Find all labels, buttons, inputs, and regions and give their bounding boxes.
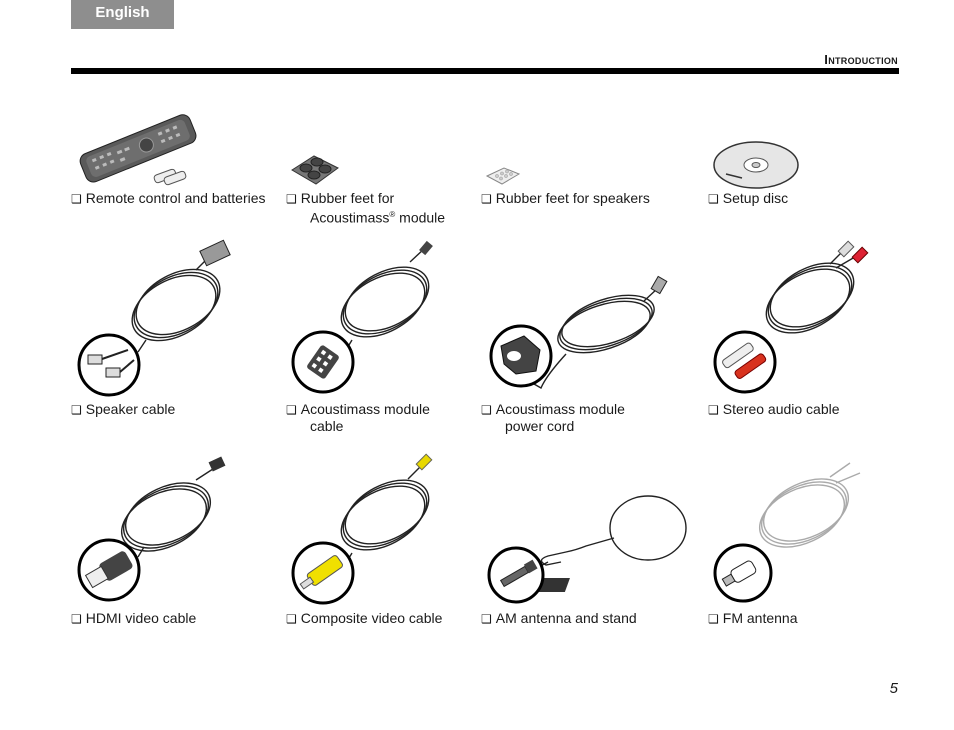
checkbox-icon: ❑ <box>481 192 492 206</box>
checkbox-icon: ❑ <box>708 192 719 206</box>
hdmi-video-cable-illustration <box>77 456 226 602</box>
item-am-antenna: ❑AM antenna and stand <box>481 610 637 627</box>
section-title: Introduction <box>824 52 898 67</box>
item-speaker-cable: ❑Speaker cable <box>71 401 175 418</box>
acoustimass-power-cord-illustration <box>489 275 668 390</box>
item-label: AM antenna and stand <box>495 610 637 626</box>
item-label: HDMI video cable <box>85 610 197 626</box>
item-label: Stereo audio cable <box>722 401 840 417</box>
item-acoustimass-module-cable: ❑Acoustimass module cable <box>286 401 430 434</box>
item-label: Composite video cable <box>300 610 443 626</box>
checkbox-icon: ❑ <box>286 403 297 417</box>
rubber-feet-acoustimass-illustration <box>291 155 339 185</box>
item-label: FM antenna <box>722 610 798 626</box>
checkbox-icon: ❑ <box>71 403 82 417</box>
remote-control-illustration <box>79 114 197 186</box>
rubber-feet-speakers-illustration <box>485 167 521 185</box>
item-hdmi-video-cable: ❑HDMI video cable <box>71 610 196 627</box>
item-rubber-feet-speakers: ❑Rubber feet for speakers <box>481 190 650 207</box>
item-label: Rubber feet for speakers <box>495 190 650 206</box>
item-rubber-feet-acoustimass: ❑Rubber feet for Acoustimass® module <box>286 190 445 226</box>
item-fm-antenna: ❑FM antenna <box>708 610 797 627</box>
registered-mark: ® <box>389 210 396 219</box>
acoustimass-module-cable-illustration <box>291 240 433 394</box>
checkbox-icon: ❑ <box>481 612 492 626</box>
item-label: Remote control and batteries <box>85 190 266 206</box>
item-remote-control: ❑Remote control and batteries <box>71 190 266 207</box>
checkbox-icon: ❑ <box>481 403 492 417</box>
speaker-cable-illustration <box>77 239 231 397</box>
item-label: Acoustimass module <box>495 401 625 417</box>
item-label-line2: power cord <box>505 418 575 434</box>
setup-disc-illustration <box>713 141 799 189</box>
item-label-line2: Acoustimass <box>310 209 390 226</box>
checkbox-icon: ❑ <box>708 403 719 417</box>
composite-video-cable-illustration <box>291 453 433 605</box>
item-label: Rubber feet for <box>300 190 395 206</box>
item-label: Acoustimass module <box>300 401 430 417</box>
stereo-audio-cable-illustration <box>713 240 869 394</box>
checkbox-icon: ❑ <box>71 192 82 206</box>
checkbox-icon: ❑ <box>286 612 297 626</box>
am-antenna-illustration <box>487 495 687 604</box>
item-acoustimass-power-cord: ❑Acoustimass module power cord <box>481 401 625 434</box>
item-composite-video-cable: ❑Composite video cable <box>286 610 442 627</box>
header-rule <box>71 68 899 74</box>
item-stereo-audio-cable: ❑Stereo audio cable <box>708 401 840 418</box>
item-label: Speaker cable <box>85 401 176 417</box>
battery-icon <box>153 168 187 186</box>
checkbox-icon: ❑ <box>286 192 297 206</box>
fm-antenna-illustration <box>713 462 861 603</box>
item-label: Setup disc <box>722 190 789 206</box>
item-setup-disc: ❑Setup disc <box>708 190 788 207</box>
item-label-line2-post: module <box>395 209 446 226</box>
page-number: 5 <box>889 680 898 697</box>
checkbox-icon: ❑ <box>71 612 82 626</box>
item-label-line2: cable <box>310 418 344 434</box>
language-tab[interactable]: English <box>71 0 174 29</box>
checkbox-icon: ❑ <box>708 612 719 626</box>
